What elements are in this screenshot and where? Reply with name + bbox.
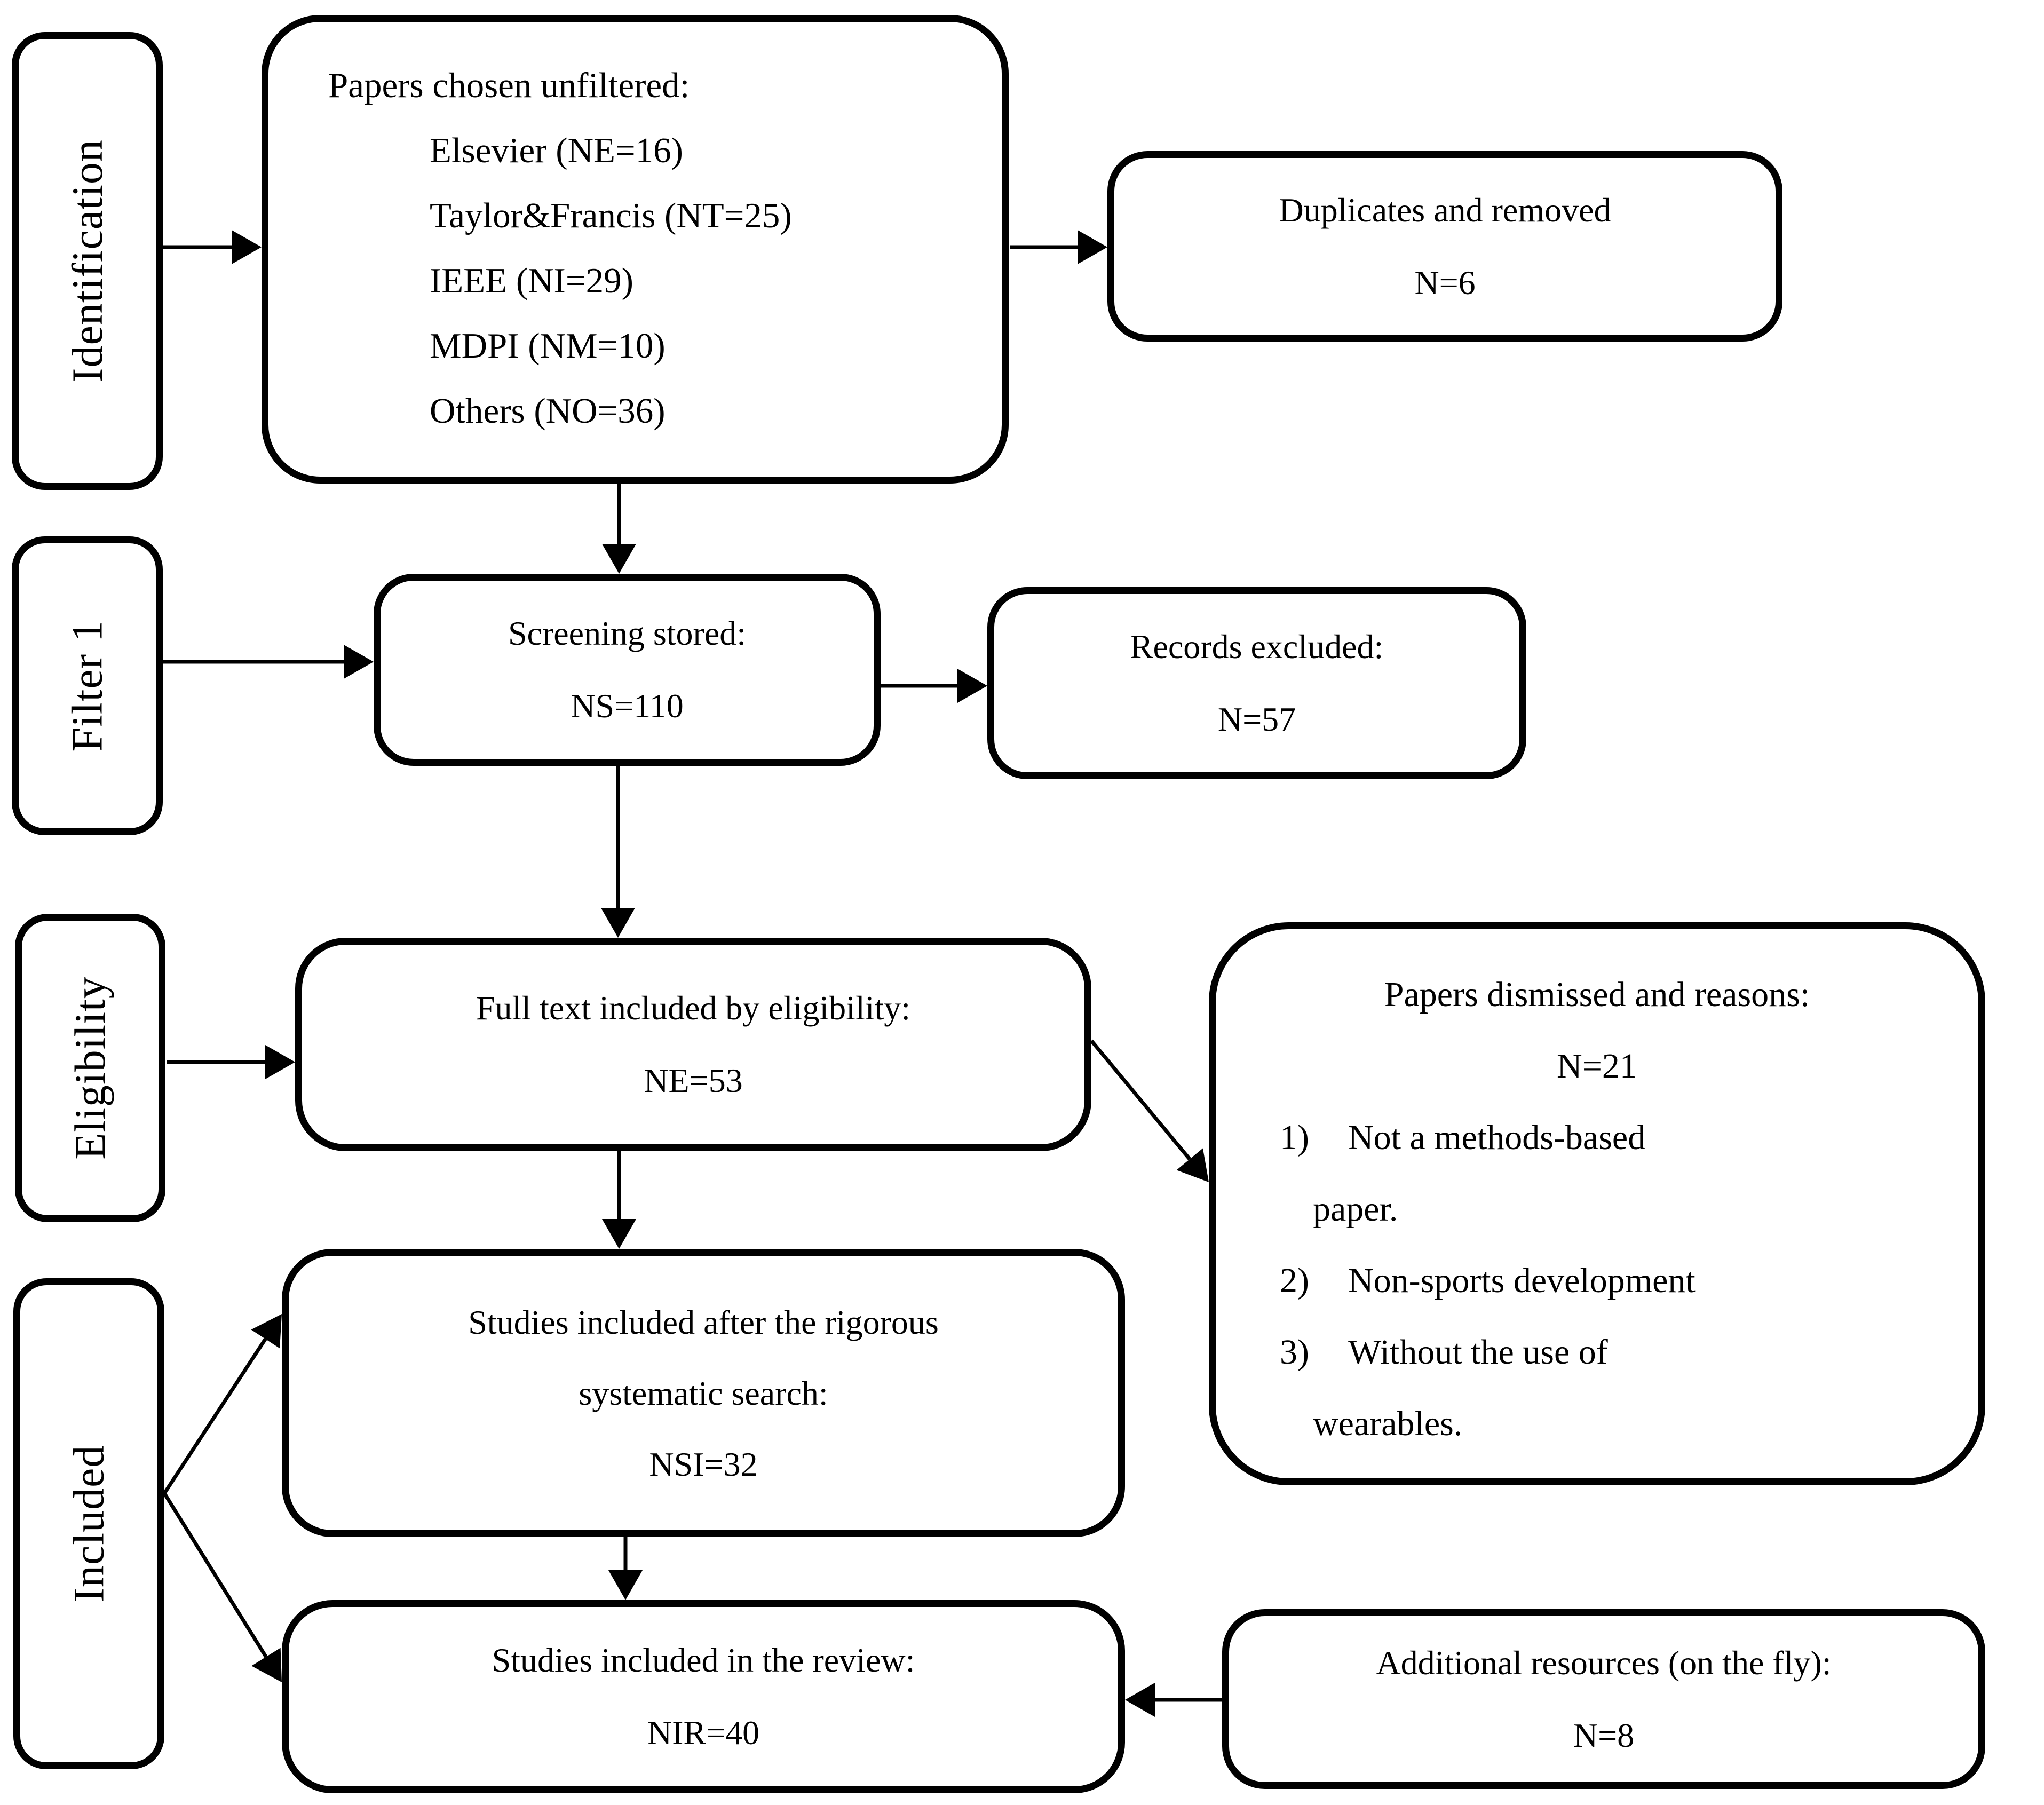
arrow-screening-to-records-excluded — [881, 669, 987, 703]
dismiss-reason-3-num: 3) — [1280, 1333, 1309, 1372]
dismiss-reason-3: 3)Without the use of wearables. — [1280, 1317, 1728, 1460]
stage-label-identification: Identification — [12, 32, 163, 490]
box-records-excluded: Records excluded: N=57 — [987, 587, 1526, 779]
arrow-included-to-studies-systematic — [163, 1314, 282, 1494]
full-text-eligibility-label: Full text included by eligibility: — [476, 989, 911, 1027]
arrow-papers-chosen-to-screening — [602, 484, 636, 574]
screening-stored-count: NS=110 — [571, 687, 684, 725]
arrow-studies-systematic-to-review — [608, 1537, 643, 1600]
stage-label-eligibility-text: Eligibility — [66, 976, 115, 1160]
papers-dismissed-label: Papers dismissed and reasons: — [1384, 975, 1810, 1014]
arrow-full-text-to-papers-dismissed — [1090, 1039, 1209, 1182]
box-duplicates-removed: Duplicates and removed N=6 — [1107, 151, 1782, 342]
stage-label-included: Included — [13, 1278, 164, 1769]
dismiss-reason-3-text: Without the use of wearables. — [1313, 1333, 1608, 1443]
arrow-full-text-to-studies-systematic — [602, 1151, 636, 1249]
records-excluded-label: Records excluded: — [1130, 628, 1384, 666]
box-studies-review: Studies included in the review: NIR=40 — [282, 1600, 1125, 1793]
stage-label-identification-text: Identification — [62, 139, 112, 383]
stage-label-included-text: Included — [64, 1445, 113, 1603]
arrow-included-to-studies-review — [163, 1492, 282, 1682]
box-additional-resources: Additional resources (on the fly): N=8 — [1222, 1609, 1985, 1789]
arrow-filter-1-to-screening — [163, 645, 374, 679]
papers-dismissed-reasons: 1)Not a methods-based paper. 2) Non-sport… — [1280, 1102, 1728, 1460]
box-screening-stored: Screening stored: NS=110 — [374, 574, 881, 766]
box-papers-chosen-unfiltered: Papers chosen unfiltered: Elsevier (NE=1… — [262, 15, 1009, 484]
stage-label-eligibility: Eligibility — [15, 914, 165, 1222]
additional-resources-count: N=8 — [1573, 1716, 1635, 1754]
duplicates-removed-count: N=6 — [1414, 263, 1476, 302]
additional-resources-label: Additional resources (on the fly): — [1376, 1643, 1832, 1682]
records-excluded-count: N=57 — [1217, 700, 1296, 738]
dismiss-reason-2: 2) Non-sports development — [1280, 1245, 1728, 1317]
arrow-screening-to-full-text — [601, 766, 635, 938]
papers-dismissed-count: N=21 — [1557, 1047, 1637, 1086]
full-text-eligibility-count: NE=53 — [644, 1062, 743, 1099]
box-papers-dismissed: Papers dismissed and reasons: N=21 1)Not… — [1209, 922, 1985, 1485]
dismiss-reason-2-num: 2) — [1280, 1261, 1309, 1300]
papers-chosen-source-others: Others (NO=36) — [430, 391, 666, 431]
stage-label-filter-1-text: Filter 1 — [62, 620, 112, 752]
arrow-eligibility-to-full-text — [167, 1045, 295, 1079]
dismiss-reason-1-num: 1) — [1280, 1118, 1309, 1157]
arrow-identification-to-papers-chosen — [163, 230, 262, 264]
papers-chosen-source-ieee: IEEE (NI=29) — [430, 261, 633, 300]
studies-review-count: NIR=40 — [647, 1714, 760, 1752]
dismiss-reason-2-text: Non-sports development — [1348, 1261, 1696, 1300]
dismiss-reason-1: 1)Not a methods-based paper. — [1280, 1102, 1728, 1245]
duplicates-removed-label: Duplicates and removed — [1279, 191, 1611, 229]
stage-label-filter-1: Filter 1 — [12, 536, 163, 835]
studies-systematic-count: NSI=32 — [649, 1445, 758, 1483]
studies-review-label: Studies included in the review: — [492, 1641, 915, 1679]
papers-chosen-source-mdpi: MDPI (NM=10) — [430, 326, 666, 366]
box-full-text-eligibility: Full text included by eligibility: NE=53 — [295, 938, 1091, 1151]
papers-chosen-source-elsevier: Elsevier (NE=16) — [430, 131, 683, 170]
studies-systematic-line2: systematic search: — [579, 1374, 828, 1412]
papers-chosen-source-taylor-francis: Taylor&Francis (NT=25) — [430, 196, 792, 235]
screening-stored-label: Screening stored: — [508, 614, 747, 652]
papers-chosen-title: Papers chosen unfiltered: — [328, 66, 690, 105]
arrow-additional-to-studies-review — [1125, 1683, 1222, 1717]
dismiss-reason-1-text: Not a methods-based paper. — [1313, 1118, 1646, 1229]
arrow-papers-chosen-to-duplicates — [1010, 230, 1107, 264]
studies-systematic-line1: Studies included after the rigorous — [468, 1303, 939, 1341]
box-studies-systematic-search: Studies included after the rigorous syst… — [282, 1249, 1125, 1537]
